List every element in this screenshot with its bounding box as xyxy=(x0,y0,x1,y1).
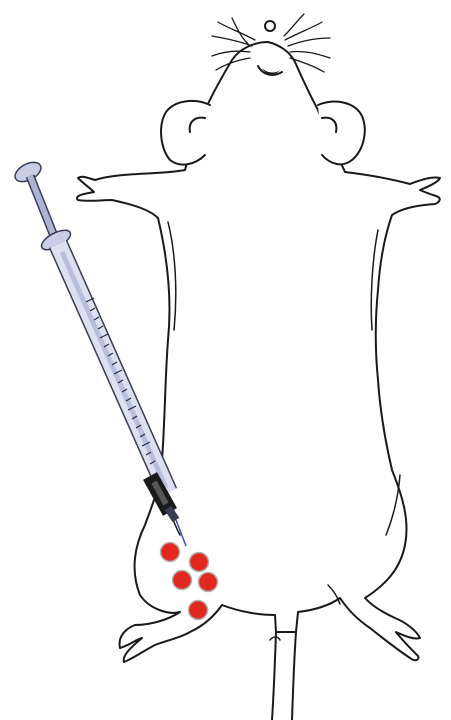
injection-marker xyxy=(173,571,192,590)
injection-marker xyxy=(199,573,218,592)
mouse xyxy=(77,21,440,720)
plunger xyxy=(12,158,74,253)
right-ear xyxy=(318,102,365,165)
mouse-body xyxy=(77,42,440,662)
injection-marker xyxy=(161,543,180,562)
injection-marker xyxy=(190,553,209,572)
left-ear xyxy=(161,101,210,165)
syringe-barrel xyxy=(58,244,168,492)
tail xyxy=(272,632,296,720)
injection-marker xyxy=(189,601,208,620)
nose xyxy=(265,21,275,31)
